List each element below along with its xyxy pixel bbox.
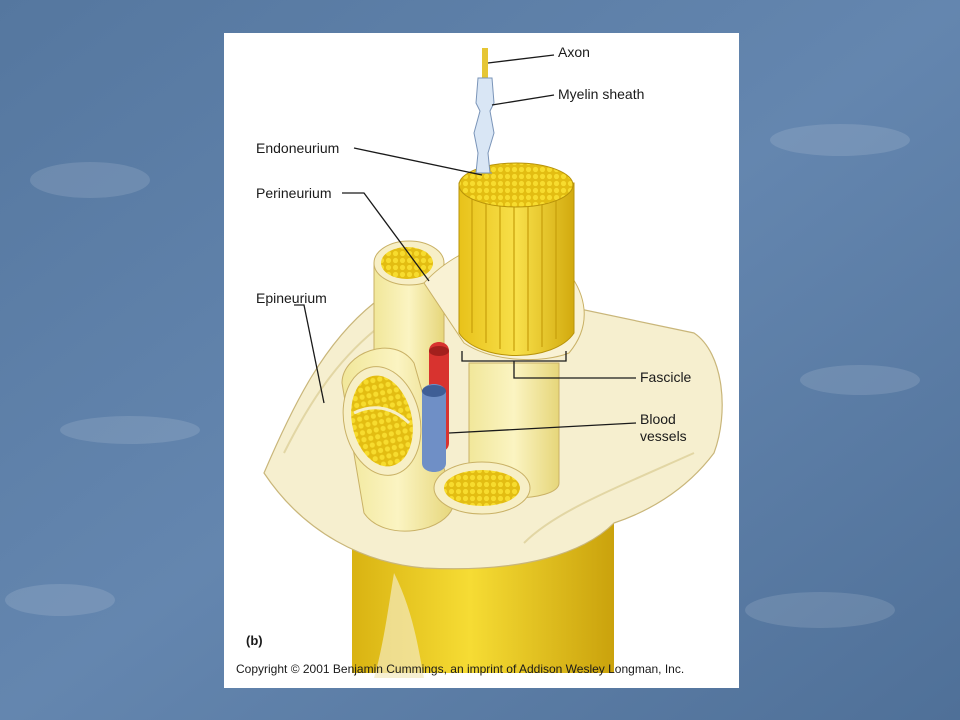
axon-with-myelin [473, 48, 495, 174]
label-perineurium: Perineurium [256, 185, 331, 201]
blood-vessels [422, 342, 449, 472]
fascicle-left-front [341, 347, 455, 532]
label-leaders [294, 54, 637, 434]
panel-label: (b) [246, 633, 263, 648]
main-fascicle-bundle [458, 162, 575, 356]
label-epineurium: Epineurium [256, 290, 327, 306]
label-blood-vessels-line1: Blood [640, 411, 676, 427]
label-fascicle: Fascicle [640, 369, 692, 385]
label-endoneurium: Endoneurium [256, 140, 339, 156]
label-myelin-sheath: Myelin sheath [558, 86, 644, 102]
fascicle-small-cut [433, 461, 531, 515]
copyright-notice: Copyright © 2001 Benjamin Cummings, an i… [236, 662, 684, 676]
nerve-structure-illustration: Axon Myelin sheath Endoneurium Perineuri… [236, 44, 723, 678]
label-blood-vessels-line2: vessels [640, 428, 687, 444]
nerve-anatomy-figure: Axon Myelin sheath Endoneurium Perineuri… [224, 33, 739, 688]
label-axon: Axon [558, 44, 590, 60]
